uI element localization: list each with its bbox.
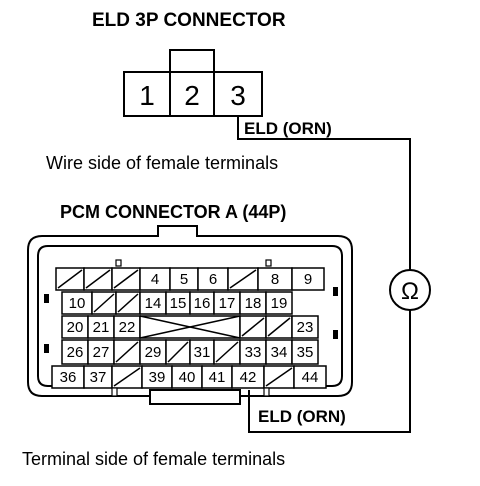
pcm-key-tab bbox=[263, 387, 270, 397]
pcm-terminal-number: 37 bbox=[90, 369, 107, 386]
pcm-terminal-number: 15 bbox=[170, 295, 187, 312]
pcm-terminal-number: 5 bbox=[180, 271, 188, 288]
pcm-key-tab bbox=[111, 387, 118, 397]
pcm-lock-left-lower bbox=[44, 344, 49, 353]
pcm-lock-left-upper bbox=[44, 294, 49, 303]
pcm-terminal-number: 23 bbox=[297, 319, 314, 336]
pcm-terminal-number: 6 bbox=[209, 271, 217, 288]
pcm-terminal-number: 22 bbox=[119, 319, 136, 336]
ohmmeter-icon bbox=[389, 269, 431, 311]
pcm-terminal-cell bbox=[87, 339, 115, 365]
pcm-terminal-number: 26 bbox=[67, 344, 84, 361]
eld-connector-body bbox=[123, 71, 263, 117]
pcm-terminal-number: 19 bbox=[271, 295, 288, 312]
pcm-wire-label-bottom: ELD (ORN) bbox=[258, 407, 346, 426]
pcm-terminal-cell bbox=[239, 339, 267, 365]
pcm-terminal-number: 21 bbox=[93, 319, 110, 336]
eld-connector bbox=[123, 49, 263, 117]
pcm-terminal-grid: 4 5 6 8 9 10 14 15 16 17 18 19 20 21 22 23 26 27 29 31 33 34 3… bbox=[51, 259, 327, 397]
pcm-unused-terminal-slash bbox=[265, 367, 293, 387]
pcm-lock-right-lower bbox=[333, 330, 338, 339]
pcm-terminal-number: 35 bbox=[297, 344, 314, 361]
pcm-side-locks bbox=[44, 287, 338, 353]
pcm-unused-terminal-slash bbox=[167, 341, 189, 363]
pcm-key-tab bbox=[115, 259, 122, 267]
wire-side-caption: Wire side of female terminals bbox=[46, 153, 279, 173]
test-wire-upper bbox=[237, 116, 411, 270]
terminal-side-caption: Terminal side of female terminals bbox=[22, 449, 286, 469]
pcm-unused-terminal-slash bbox=[215, 341, 239, 363]
eld-pin-2: 2 bbox=[184, 80, 200, 111]
pcm-terminal-number: 17 bbox=[219, 295, 236, 312]
pcm-connector-title: PCM CONNECTOR A (44P) bbox=[60, 202, 287, 222]
eld-pin-3: 3 bbox=[230, 80, 246, 111]
test-wire-lower bbox=[248, 310, 411, 433]
pcm-terminal-cell bbox=[265, 339, 293, 365]
pcm-terminal-number: 16 bbox=[194, 295, 211, 312]
pcm-unused-terminal-slash bbox=[57, 269, 83, 289]
pcm-terminal-number: 39 bbox=[149, 369, 166, 386]
pcm-unused-terminal-slash bbox=[267, 317, 291, 337]
pcm-terminal-cell bbox=[291, 315, 319, 339]
eld-connector-title: ELD 3P CONNECTOR bbox=[92, 10, 286, 31]
pcm-unused-terminal-slash bbox=[85, 269, 111, 289]
pcm-lock-right-upper bbox=[333, 287, 338, 296]
pcm-shell-outline bbox=[27, 225, 353, 397]
pcm-unused-terminal-slash bbox=[241, 317, 265, 337]
pcm-terminal-cell bbox=[265, 291, 293, 315]
pcm-terminal-number: 9 bbox=[304, 271, 312, 288]
pcm-unused-terminal-slash bbox=[113, 269, 139, 289]
eld-wire-label-top: ELD (ORN) bbox=[244, 119, 332, 138]
pcm-unused-terminal-slash bbox=[93, 293, 115, 313]
pcm-terminal-number: 27 bbox=[93, 344, 110, 361]
pcm-terminal-number: 41 bbox=[209, 369, 226, 386]
pcm-key-tab bbox=[265, 259, 272, 267]
pcm-terminal-number: 42 bbox=[240, 369, 257, 386]
pcm-blank-cross bbox=[139, 315, 241, 339]
pcm-terminal-number: 44 bbox=[302, 369, 319, 386]
pcm-bottom-latch bbox=[149, 389, 241, 405]
pcm-terminal-number: 33 bbox=[245, 344, 262, 361]
pcm-terminal-number: 18 bbox=[245, 295, 262, 312]
pcm-terminal-number: 4 bbox=[151, 271, 159, 288]
pcm-terminal-cell bbox=[291, 267, 325, 291]
pcm-unused-terminal-slash bbox=[113, 367, 141, 387]
pcm-terminal-number: 31 bbox=[194, 344, 211, 361]
eld-pin-1: 1 bbox=[139, 80, 155, 111]
pcm-terminal-number: 14 bbox=[145, 295, 162, 312]
pcm-shell-inner bbox=[37, 245, 343, 387]
pcm-terminal-cell bbox=[293, 365, 327, 389]
pcm-terminal-cell bbox=[61, 339, 89, 365]
pcm-connector-shell bbox=[27, 225, 353, 405]
pcm-terminal-number: 36 bbox=[60, 369, 77, 386]
pcm-terminal-number: 20 bbox=[67, 319, 84, 336]
pcm-terminal-number: 8 bbox=[271, 271, 279, 288]
pcm-unused-terminal-slash bbox=[229, 269, 257, 289]
pcm-terminal-number: 34 bbox=[271, 344, 288, 361]
pcm-unused-terminal-slash bbox=[117, 293, 139, 313]
ohmmeter-symbol: Ω bbox=[401, 278, 419, 305]
pcm-terminal-number: 10 bbox=[69, 295, 86, 312]
pcm-terminal-cell bbox=[291, 339, 319, 365]
pcm-unused-terminal-slash bbox=[115, 341, 139, 363]
eld-connector-latch bbox=[169, 49, 215, 73]
pcm-terminal-number: 29 bbox=[145, 344, 162, 361]
pcm-terminal-number: 40 bbox=[179, 369, 196, 386]
